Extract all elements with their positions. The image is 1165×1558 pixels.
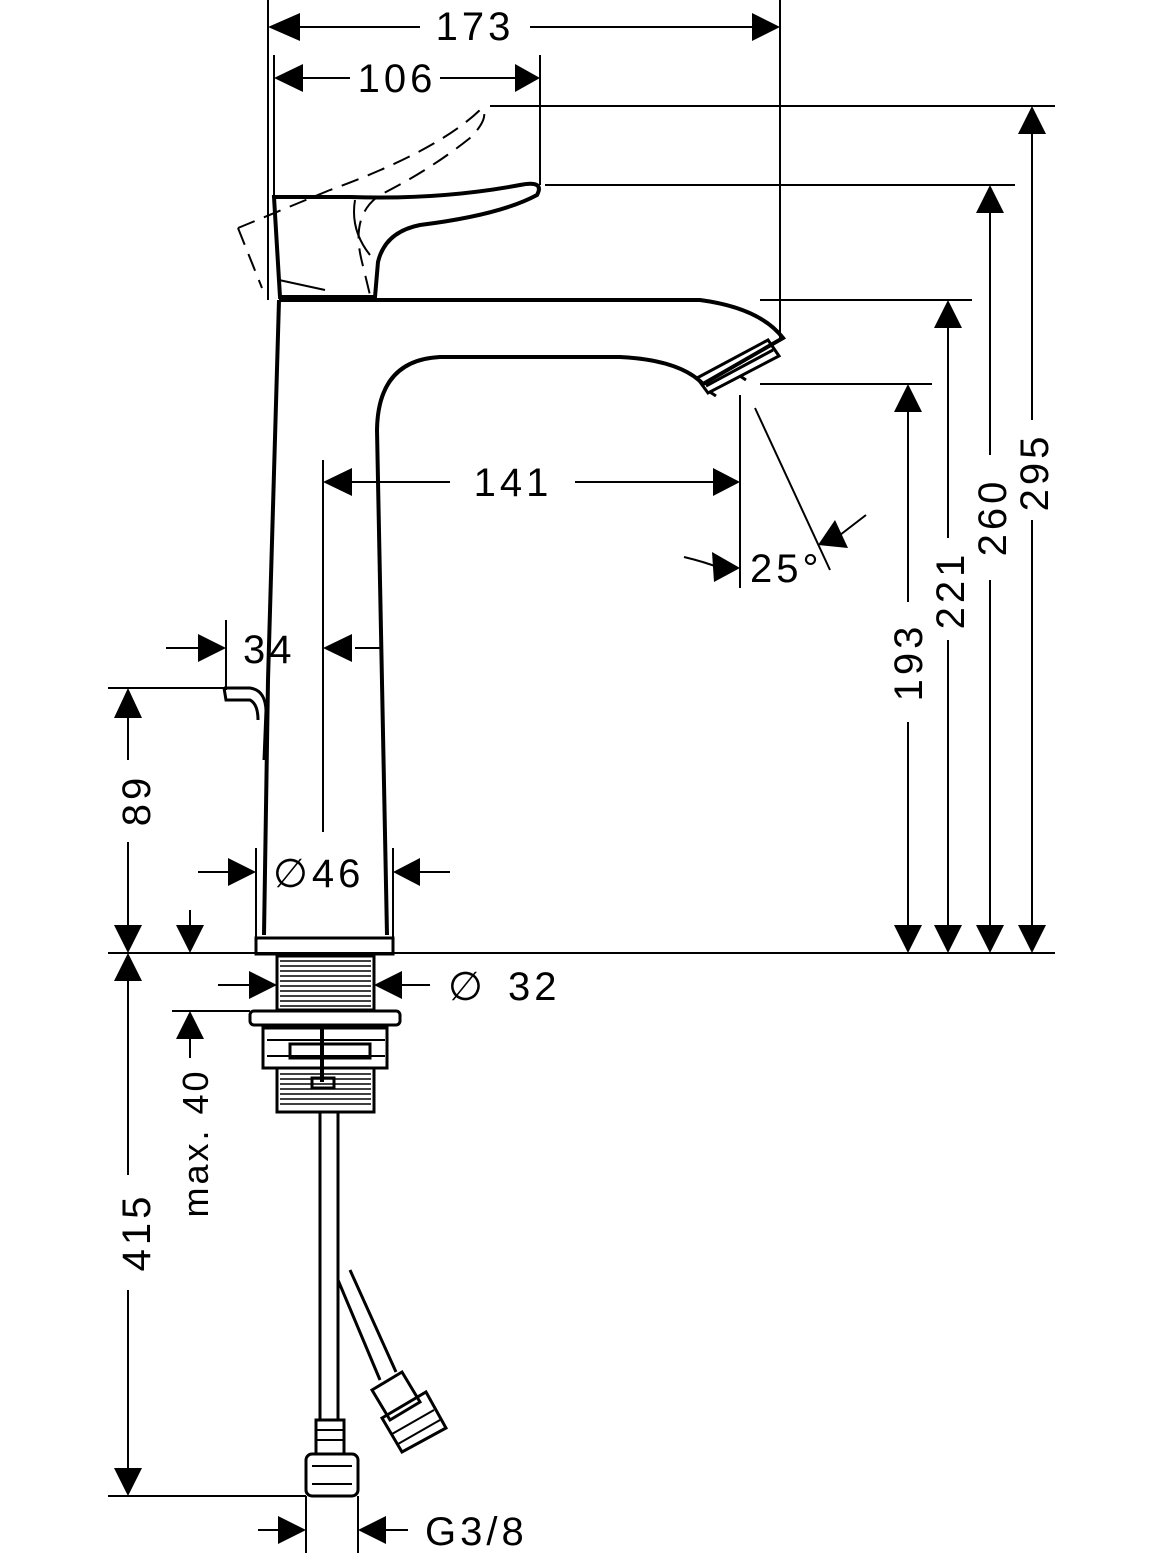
dim-89-label: 89 <box>115 774 159 827</box>
dim-141-label: 141 <box>474 461 553 505</box>
dim-295-label: 295 <box>1013 433 1057 512</box>
dim-g38-label: G3/8 <box>425 1510 528 1553</box>
supply-hose-straight <box>304 1112 360 1498</box>
dim-193-label: 193 <box>887 623 931 702</box>
dim-34-label: 34 <box>243 628 296 672</box>
pop-up-rod <box>222 686 268 761</box>
base-flange <box>254 936 395 956</box>
dim-106-label: 106 <box>358 57 437 101</box>
dimension-labels: 173 106 141 25° 34 ∅46 ∅ 32 G3/8 89 415 … <box>115 5 1057 1554</box>
dim-173-label: 173 <box>436 5 515 49</box>
dim-32-label: 32 <box>508 965 561 1009</box>
mounting-washer <box>248 1009 402 1027</box>
lever-open-dashed <box>237 106 486 296</box>
aerator <box>694 338 782 398</box>
dim-max40-label: max. 40 <box>175 1068 216 1217</box>
faucet-outline <box>222 106 786 1498</box>
nut-body <box>275 1066 376 1114</box>
threaded-shank <box>275 954 376 1012</box>
dim-221-label: 221 <box>929 551 973 630</box>
dim-25-angle-label: 25° <box>750 547 823 591</box>
dim-260-label: 260 <box>971 478 1015 557</box>
lever-handle <box>271 181 541 299</box>
dimension-lines <box>108 0 1055 1553</box>
supply-hose-angled <box>336 1269 449 1455</box>
dim-415-label: 415 <box>115 1193 159 1272</box>
dim-32-symbol: ∅ <box>448 965 487 1009</box>
dim-46-label: ∅46 <box>273 852 364 896</box>
